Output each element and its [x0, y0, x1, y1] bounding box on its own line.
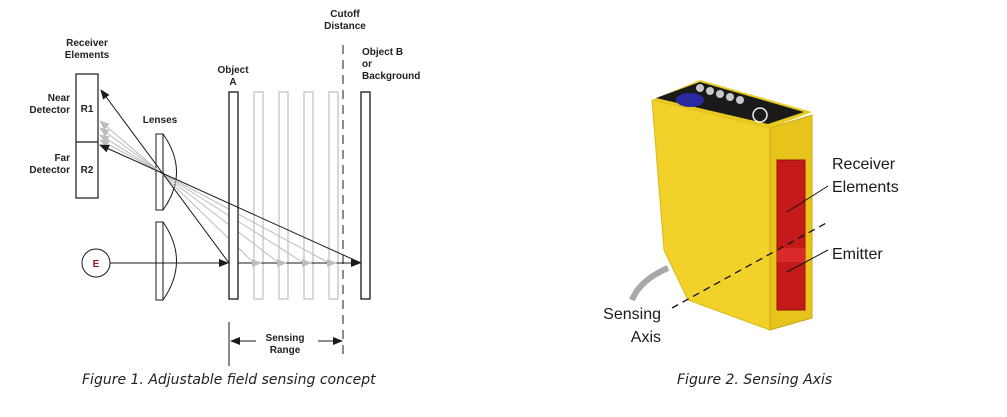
object-b-label-2: or [362, 59, 372, 70]
ghost-object [253, 91, 264, 300]
lenses-label: Lenses [143, 115, 178, 126]
object-a-label: Object [217, 65, 249, 76]
emitter-label: Emitter [832, 246, 883, 263]
indicator-leds [696, 84, 744, 104]
receiver-elements-label-2: Elements [832, 179, 899, 196]
object-b-label-3: Background [362, 71, 420, 82]
figure-2-caption: Figure 2. Sensing Axis [677, 372, 833, 388]
mode-switch [676, 93, 704, 107]
far-detector-label: Far [54, 153, 70, 164]
ghost-object [328, 91, 339, 300]
receiver-elements-label-2: Elements [65, 50, 110, 61]
sensor-illustration: Receiver Elements Emitter Sensing Axis [603, 80, 899, 346]
ghost-object [278, 91, 289, 300]
ghost-beam-arrows [252, 259, 337, 267]
receiver-elements-label: Receiver [66, 38, 108, 49]
ghost-object [303, 91, 314, 300]
sensing-range-label: Sensing [266, 333, 305, 344]
near-reflection-ray [100, 89, 230, 264]
r1-label: R1 [81, 104, 94, 115]
far-reflection-ray [99, 144, 362, 264]
object-b-label: Object B [362, 47, 403, 58]
figure-1-diagram: Receiver Elements Near Detector Far Dete… [0, 0, 460, 412]
figure-1-caption: Figure 1. Adjustable field sensing conce… [82, 372, 376, 388]
object-a-label-2: A [229, 77, 236, 88]
emitter-window [777, 248, 805, 262]
near-detector-label: Near [48, 93, 70, 104]
ghost-rays [99, 120, 330, 264]
figure-2-diagram: Receiver Elements Emitter Sensing Axis [540, 0, 1007, 412]
cutoff-distance-label: Cutoff [330, 9, 360, 20]
receiver-elements-box [75, 73, 99, 199]
cutoff-distance-label-2: Distance [324, 21, 366, 32]
near-detector-label-2: Detector [29, 105, 70, 116]
far-detector-label-2: Detector [29, 165, 70, 176]
r2-label: R2 [81, 165, 94, 176]
sensing-axis-label: Sensing [603, 306, 661, 323]
adjust-knob [752, 107, 768, 123]
object-b [360, 91, 371, 300]
intermediate-object-positions [253, 91, 339, 300]
emitter-leader-line [786, 249, 829, 273]
sensing-axis-label-2: Axis [631, 329, 661, 346]
lens-window [776, 159, 806, 311]
emitter-label: E [93, 259, 100, 270]
object-a [228, 91, 239, 300]
emitter-lens [155, 221, 177, 301]
receiver-leader-line [786, 185, 829, 213]
sensing-range-label-2: Range [270, 345, 301, 356]
field-sensing-diagram: Receiver Elements Near Detector Far Dete… [29, 9, 420, 366]
cable [629, 265, 670, 302]
sensor-housing-side [651, 99, 771, 331]
receiver-elements-label: Receiver [832, 156, 896, 173]
sensing-axis-line [671, 221, 829, 309]
